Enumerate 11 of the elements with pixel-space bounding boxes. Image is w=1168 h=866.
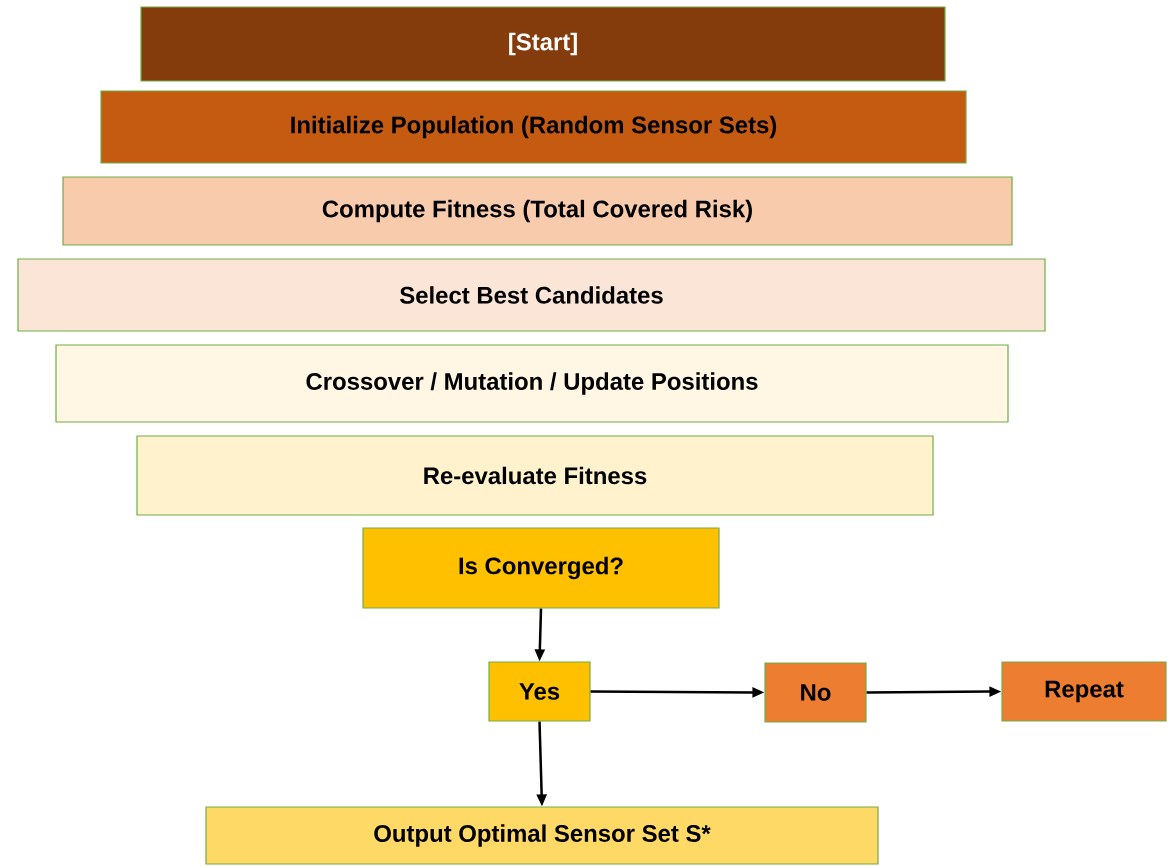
process-bar: Initialize Population (Random Sensor Sets) bbox=[100, 90, 967, 164]
process-bar: Select Best Candidates bbox=[17, 258, 1046, 332]
process-bar: Compute Fitness (Total Covered Risk) bbox=[62, 176, 1013, 246]
process-bar: Crossover / Mutation / Update Positions bbox=[55, 344, 1009, 423]
process-bar: Re-evaluate Fitness bbox=[136, 435, 934, 516]
step-box: Repeat bbox=[1001, 661, 1167, 722]
answer-box: Yes bbox=[488, 661, 591, 722]
decision-box: Is Converged? bbox=[362, 527, 720, 609]
answer-box: No bbox=[764, 662, 867, 723]
start-bar: [Start] bbox=[140, 6, 946, 82]
output-box: Output Optimal Sensor Set S* bbox=[205, 806, 879, 865]
